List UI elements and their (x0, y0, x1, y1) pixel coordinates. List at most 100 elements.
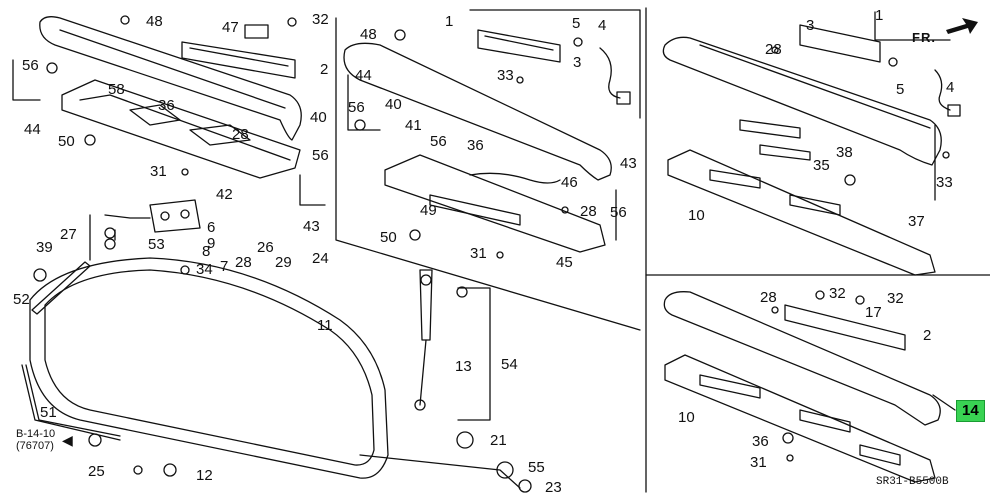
callout-56[interactable]: 56 (610, 204, 627, 221)
callout-51[interactable]: 51 (40, 404, 57, 421)
callout-17[interactable]: 17 (865, 304, 882, 321)
callout-41[interactable]: 41 (405, 117, 422, 134)
callout-48[interactable]: 48 (360, 26, 377, 43)
callout-4[interactable]: 4 (598, 17, 607, 34)
callout-21[interactable]: 21 (490, 432, 507, 449)
stop-light-middle (477, 29, 561, 63)
callout-31[interactable]: 31 (470, 245, 487, 262)
callout-5[interactable]: 5 (896, 81, 905, 98)
group-bracket-right-top (469, 9, 641, 119)
callout-50[interactable]: 50 (58, 133, 75, 150)
callout-3[interactable]: 3 (573, 54, 582, 71)
callout-32[interactable]: 32 (829, 285, 846, 302)
callout-36[interactable]: 36 (752, 433, 769, 450)
callout-6[interactable]: 6 (207, 219, 216, 236)
callout-40[interactable]: 40 (310, 109, 327, 126)
spoiler-middle (343, 42, 612, 181)
callout-8[interactable]: 8 (202, 243, 211, 260)
callout-13[interactable]: 13 (455, 358, 472, 375)
spoiler-right-top (662, 36, 942, 166)
callout-28[interactable]: 28 (235, 254, 252, 271)
callout-31[interactable]: 31 (150, 163, 167, 180)
brake-light-right (784, 304, 906, 351)
callout-12[interactable]: 12 (196, 467, 213, 484)
garnish-right-bottom (664, 354, 936, 483)
callout-11[interactable]: 11 (317, 317, 333, 334)
strip (31, 261, 91, 315)
callout-55[interactable]: 55 (528, 459, 545, 476)
callout-46[interactable]: 46 (561, 174, 578, 191)
callout-40[interactable]: 40 (385, 96, 402, 113)
callout-33[interactable]: 33 (497, 67, 514, 84)
callout-37[interactable]: 37 (908, 213, 925, 230)
callout-32[interactable]: 32 (887, 290, 904, 307)
callout-27[interactable]: 27 (60, 226, 77, 243)
reference-arrow-icon: ◀ (62, 432, 73, 448)
callout-28[interactable]: 28 (232, 126, 249, 143)
callout-28[interactable]: 28 (760, 289, 777, 306)
front-label: FR. (912, 30, 936, 45)
callout-35[interactable]: 35 (813, 157, 830, 174)
callout-36[interactable]: 36 (467, 137, 484, 154)
callout-5[interactable]: 5 (572, 15, 581, 32)
section-reference[interactable]: B-14-10 (76707) (16, 428, 55, 452)
callout-26[interactable]: 26 (257, 239, 274, 256)
callout-23[interactable]: 23 (545, 479, 562, 496)
callout-10[interactable]: 10 (688, 207, 705, 224)
callout-49[interactable]: 49 (420, 202, 437, 219)
callout-56[interactable]: 56 (430, 133, 447, 150)
callout-56[interactable]: 56 (22, 57, 39, 74)
callout-43[interactable]: 43 (303, 218, 320, 235)
callout-34[interactable]: 34 (196, 261, 213, 278)
callout-52[interactable]: 52 (13, 291, 30, 308)
gas-strut (419, 269, 433, 341)
callout-2[interactable]: 2 (923, 327, 932, 344)
callout-10[interactable]: 10 (678, 409, 695, 426)
callout-1[interactable]: 1 (875, 7, 884, 24)
callout-54[interactable]: 54 (501, 356, 518, 373)
section-reference-number: (76707) (16, 440, 54, 452)
callout-31[interactable]: 31 (750, 454, 767, 471)
callout-4[interactable]: 4 (946, 79, 955, 96)
group-bracket-middle (335, 17, 641, 331)
callout-24[interactable]: 24 (312, 250, 329, 267)
callout-2[interactable]: 2 (320, 61, 329, 78)
callout-44[interactable]: 44 (355, 67, 372, 84)
rear-glass (29, 257, 389, 479)
callout-43[interactable]: 43 (620, 155, 637, 172)
diagram-code: SR31-B5500B (876, 476, 949, 488)
callout-36[interactable]: 36 (158, 97, 175, 114)
spoiler-left (39, 16, 302, 141)
callout-7[interactable]: 7 (220, 258, 229, 275)
section-reference-code: B-14-10 (16, 428, 56, 440)
brake-light-left (181, 41, 296, 79)
callout-42[interactable]: 42 (216, 186, 233, 203)
callout-48[interactable]: 48 (146, 13, 163, 30)
callout-3[interactable]: 3 (806, 17, 815, 34)
callout-58[interactable]: 58 (108, 81, 125, 98)
callout-33[interactable]: 33 (936, 174, 953, 191)
callout-1[interactable]: 1 (445, 13, 454, 30)
callout-47[interactable]: 47 (222, 19, 239, 36)
molding (21, 364, 121, 441)
callout-50[interactable]: 50 (380, 229, 397, 246)
callout-44[interactable]: 44 (24, 121, 41, 138)
callout-56[interactable]: 56 (312, 147, 329, 164)
callout-29[interactable]: 29 (275, 254, 292, 271)
garnish-middle (384, 154, 606, 253)
callout-56[interactable]: 56 (348, 99, 365, 116)
callout-53[interactable]: 53 (148, 236, 165, 253)
spoiler-right-bottom (663, 291, 941, 426)
callout-9[interactable]: 9 (207, 235, 216, 252)
stop-light-right (799, 24, 881, 63)
callout-39[interactable]: 39 (36, 239, 53, 256)
callout-28[interactable]: 28 (765, 41, 782, 58)
callout-14-highlighted[interactable]: 14 (956, 400, 985, 422)
garnish-left (61, 79, 301, 179)
callout-28[interactable]: 28 (580, 203, 597, 220)
callout-38[interactable]: 38 (836, 144, 853, 161)
callout-45[interactable]: 45 (556, 254, 573, 271)
callout-32[interactable]: 32 (312, 11, 329, 28)
callout-25[interactable]: 25 (88, 463, 105, 480)
